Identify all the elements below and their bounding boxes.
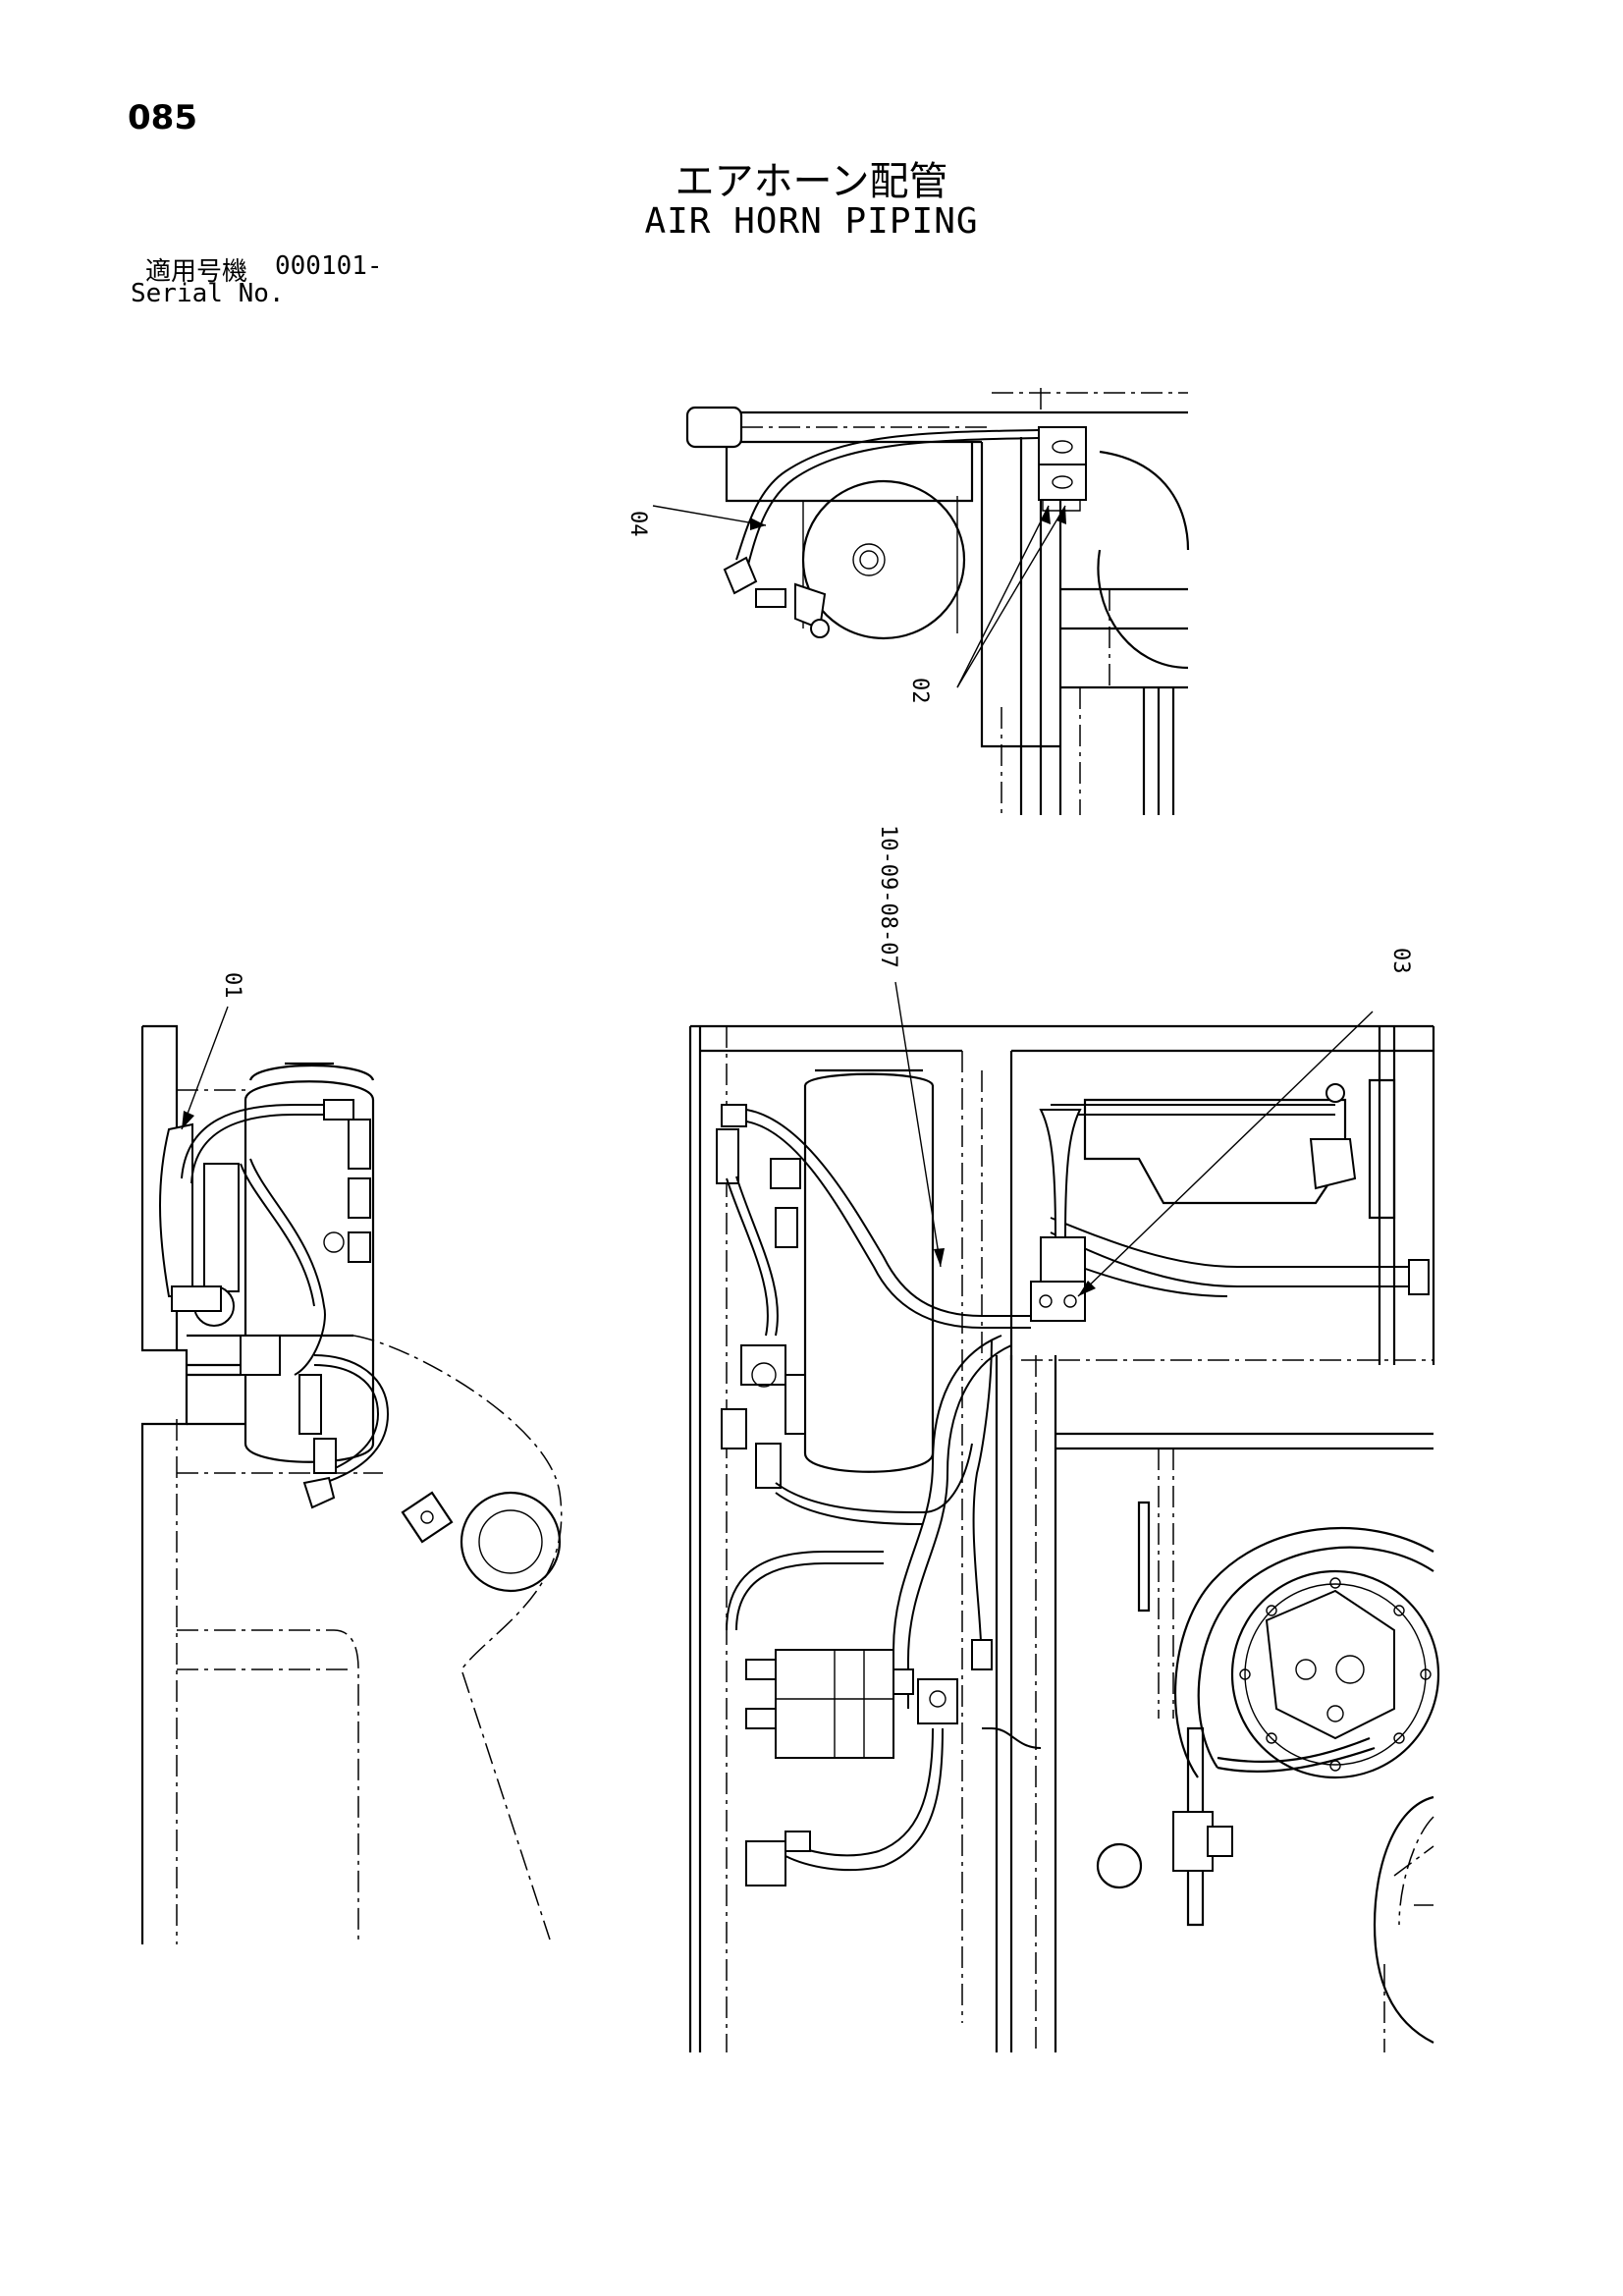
page-number: 085 [128, 98, 197, 137]
serial-label-japanese: 適用号機 [145, 257, 248, 287]
top-view: 04 02 [625, 388, 1190, 815]
title-japanese: エアホーン配管 [675, 159, 948, 204]
serial-code: 000101- [275, 251, 383, 281]
side-view: 01 [140, 972, 563, 1944]
side-horn [159, 1122, 193, 1297]
top-tank [801, 479, 966, 640]
main-horn [1039, 1109, 1082, 1238]
serial-label-english: Serial No. [131, 279, 285, 308]
callout-04: 04 [625, 511, 650, 537]
pivot-bore [460, 1491, 562, 1593]
main-view: 10-09-08-07 03 [688, 825, 1440, 2052]
top-frame-end-cap [685, 406, 743, 449]
callout-03: 03 [1388, 948, 1413, 974]
callout-02: 02 [907, 678, 932, 704]
callout-01: 01 [220, 972, 244, 999]
top-valve-lower [1038, 464, 1087, 501]
callout-ref-10-09-08-07: 10-09-08-07 [876, 825, 900, 968]
title-english: AIR HORN PIPING [644, 201, 979, 242]
swing-motor [1230, 1569, 1440, 1779]
top-valve-upper [1038, 426, 1087, 465]
